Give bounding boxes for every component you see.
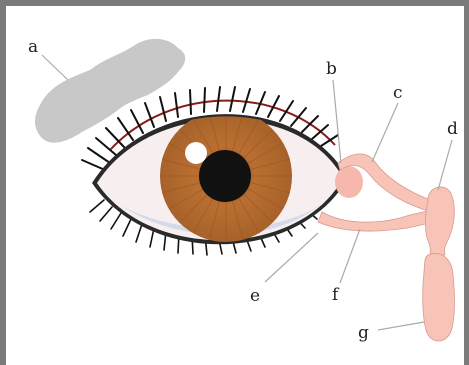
- label-a: a: [28, 37, 38, 57]
- lacrimal-sac: [425, 187, 454, 255]
- lacrimal-caruncle: [335, 166, 363, 198]
- label-d: d: [447, 119, 458, 139]
- label-c: c: [393, 83, 403, 103]
- label-f: f: [332, 285, 340, 305]
- nasolacrimal-duct: [423, 254, 455, 341]
- label-g: g: [358, 323, 369, 343]
- corneal-highlight: [185, 142, 207, 164]
- label-e: e: [250, 286, 260, 306]
- lower-canaliculus: [318, 210, 432, 231]
- label-b: b: [326, 59, 337, 79]
- pupil: [199, 150, 251, 202]
